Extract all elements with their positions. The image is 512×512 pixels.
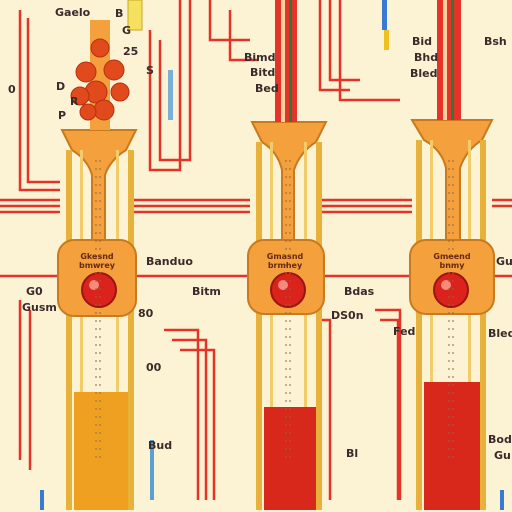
gauge-column-1: [60, 20, 138, 510]
label-col3-a: Bid: [412, 35, 433, 48]
plate-1-text: Gkesnd bmwrey: [78, 252, 116, 270]
label-mid-fed: Fed: [393, 325, 416, 338]
label-left-0: 0: [8, 83, 16, 96]
gauge-column-3: [410, 0, 494, 510]
tube-ticks: [95, 160, 454, 460]
gauge-column-2: [250, 0, 328, 510]
pipe-col2-left: [208, 0, 250, 42]
label-top-25: 25: [123, 45, 139, 58]
label-mid-code: DS0n: [331, 309, 364, 322]
label-col2-b: Bitd: [250, 66, 276, 79]
label-left-00: 00: [146, 361, 162, 374]
label-left-g2: Gusm: [22, 301, 57, 314]
label-col2-a: Bimd: [244, 51, 276, 64]
label-left-p: P: [58, 109, 67, 122]
plate-3-text: Gmeend bnmy: [433, 252, 471, 270]
label-col3-c: Bled: [410, 67, 438, 80]
pipe-left-outer: [18, 10, 60, 192]
label-top-left: Gaelo: [55, 6, 91, 19]
pipe-lower-right: [375, 308, 402, 500]
label-left-r: R: [70, 95, 79, 108]
pipe-col2-right: [318, 0, 350, 92]
label-left-g1: G0: [26, 285, 43, 298]
label-left-80: 80: [138, 307, 154, 320]
plate-2-text: Gmasnd brmhey: [266, 252, 304, 270]
pipe-lower-left: [164, 328, 200, 500]
label-row-mid-1: Banduo: [146, 255, 193, 268]
label-mid-s: S: [146, 64, 154, 77]
label-row-mid-3: Bdas: [344, 285, 375, 298]
gauge-plates: [57, 239, 495, 317]
indicator-bars: [40, 0, 504, 510]
label-row-mid-2: Bitm: [192, 285, 221, 298]
gauge-2-fill: [264, 407, 316, 510]
pipe-network: [0, 0, 512, 500]
pipe-left-inner: [148, 0, 182, 172]
label-left-d: D: [56, 80, 66, 93]
label-right-low2: Bod: [488, 433, 512, 446]
gauge-1-fill: [74, 392, 128, 510]
label-row-mid-4: Gu: [496, 255, 512, 268]
label-bot-bl: Bl: [346, 447, 359, 460]
label-col2-c: Bed: [255, 82, 279, 95]
label-col3-b: Bhd: [414, 51, 439, 64]
label-bot-bud: Bud: [148, 439, 173, 452]
label-right-low1: Bled: [488, 327, 512, 340]
label-top-g: G: [122, 24, 132, 37]
gauge-3-fill: [424, 382, 480, 510]
label-right-low3: Gu: [494, 449, 511, 462]
label-right-top: Bsh: [484, 35, 507, 48]
label-top-b: B: [115, 7, 124, 20]
pipe-lower-mid: [320, 318, 332, 500]
